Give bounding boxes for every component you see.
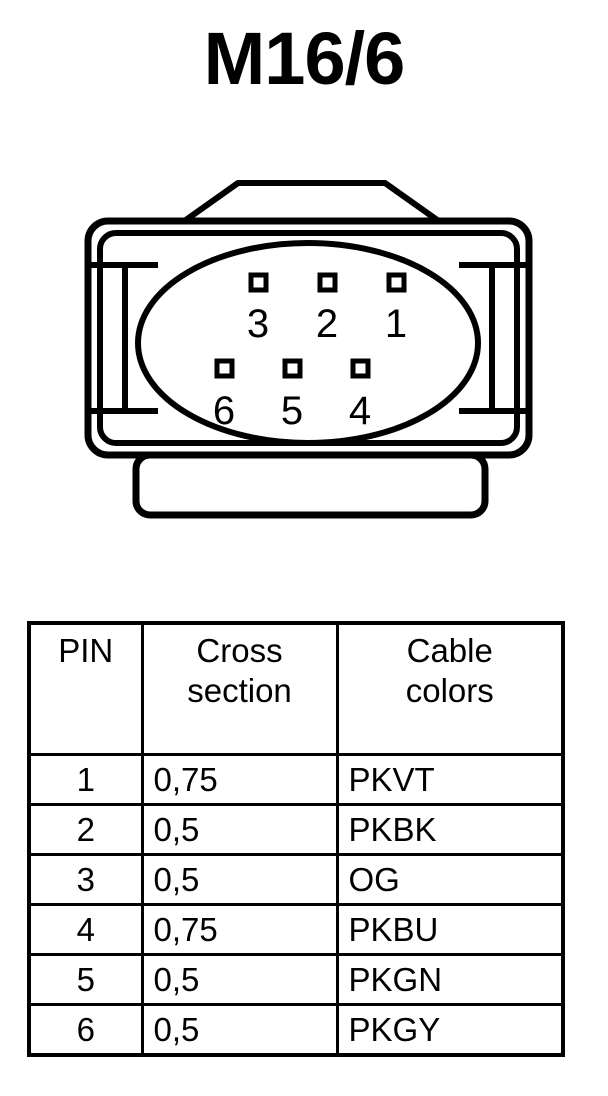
- pin-cavity-3: [248, 272, 269, 293]
- cell-cable-color: PKVT: [335, 753, 565, 806]
- table-header-row: PIN Cross section Cable colors: [27, 621, 565, 756]
- pin-cavity-4: [350, 358, 371, 379]
- cell-pin: 5: [27, 953, 144, 1006]
- cell-pin: 6: [27, 1003, 144, 1057]
- pin-number-label-2: 2: [315, 302, 339, 346]
- pin-number-label-1: 1: [384, 302, 408, 346]
- table-row: 6 0,5 PKGY: [27, 1003, 565, 1057]
- pin-cavity-1: [386, 272, 407, 293]
- column-header-pin-line-1: PIN: [58, 632, 114, 669]
- cell-cable-color: PKGN: [335, 953, 565, 1006]
- cell-cross-section: 0,5: [140, 953, 339, 1006]
- cell-pin: 3: [27, 853, 144, 906]
- connector-diagram: 3 2 1 6 5 4: [0, 165, 608, 535]
- column-header-cross-section-line-1: Cross: [196, 632, 283, 669]
- connector-pin-field-ellipse: [135, 240, 481, 446]
- pin-cavity-5: [282, 358, 303, 379]
- table-row: 5 0,5 PKGN: [27, 953, 565, 1006]
- connector-latch-ridge: [180, 180, 443, 225]
- cell-pin: 1: [27, 753, 144, 806]
- column-header-cable-colors-line-2: colors: [405, 672, 494, 709]
- column-header-pin: PIN: [27, 621, 144, 756]
- cell-cable-color: PKBK: [335, 803, 565, 856]
- cell-cross-section: 0,5: [140, 803, 339, 856]
- cell-cable-color: PKGY: [335, 1003, 565, 1057]
- cell-cable-color: OG: [335, 853, 565, 906]
- pin-number-label-4: 4: [348, 389, 372, 433]
- pin-cavity-2: [317, 272, 338, 293]
- connector-right-rail: [459, 262, 526, 414]
- table-row: 2 0,5 PKBK: [27, 803, 565, 856]
- table-row: 3 0,5 OG: [27, 853, 565, 906]
- connector-drawing: [84, 180, 533, 519]
- table-row: 1 0,75 PKVT: [27, 753, 565, 806]
- page-title: M16/6: [203, 17, 406, 100]
- column-header-cable-colors: Cable colors: [335, 621, 565, 756]
- pin-number-label-6: 6: [212, 389, 236, 433]
- column-header-cross-section-line-2: section: [187, 672, 292, 709]
- connector-bottom-flange: [132, 451, 489, 519]
- pin-number-label-5: 5: [280, 389, 304, 433]
- table-row: 4 0,75 PKBU: [27, 903, 565, 956]
- cell-pin: 2: [27, 803, 144, 856]
- pin-assignment-table: PIN Cross section Cable colors 1 0,75 PK…: [27, 621, 565, 1057]
- cell-cross-section: 0,5: [140, 853, 339, 906]
- connector-left-rail: [91, 262, 158, 414]
- column-header-cable-colors-line-1: Cable: [406, 632, 493, 669]
- pin-cavity-6: [214, 358, 235, 379]
- cell-pin: 4: [27, 903, 144, 956]
- cell-cable-color: PKBU: [335, 903, 565, 956]
- column-header-cross-section: Cross section: [140, 621, 339, 756]
- cell-cross-section: 0,5: [140, 1003, 339, 1057]
- pin-number-label-3: 3: [246, 302, 270, 346]
- cell-cross-section: 0,75: [140, 903, 339, 956]
- cell-cross-section: 0,75: [140, 753, 339, 806]
